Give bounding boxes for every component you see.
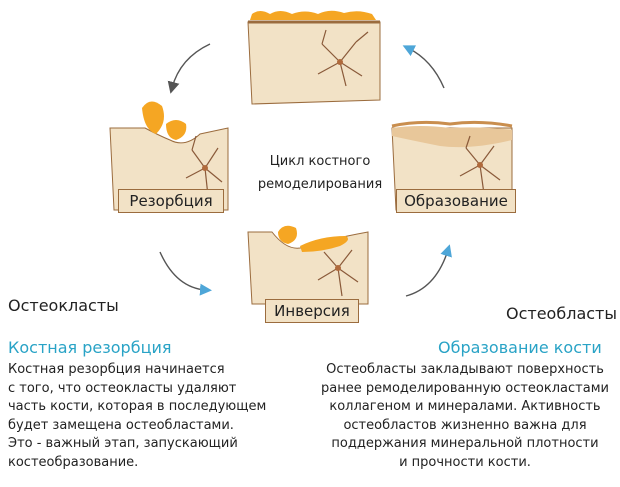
- formation-description: Остеобласты закладывают поверхность ране…: [300, 361, 620, 472]
- formation-line: Остеобласты закладывают поверхность: [300, 361, 620, 380]
- osteoblasts-title: Остеобласты: [506, 304, 617, 323]
- bone-block-inversion: [248, 226, 368, 304]
- resorption-line: часть кости, которая в последующем: [8, 398, 298, 417]
- formation-column: Остеобласты Образование кости Остеобласт…: [300, 300, 620, 487]
- resorption-line: будет замещена остеобластами.: [8, 417, 298, 436]
- cycle-center-label: Цикл костного ремоделирования: [250, 150, 390, 196]
- formation-line: поддержания минеральной плотности: [300, 435, 620, 454]
- formation-subtitle: Образование кости: [438, 338, 602, 357]
- formation-line: ранее ремоделированную остеокластами: [300, 380, 620, 399]
- resorption-subtitle: Костная резорбция: [8, 338, 171, 357]
- resorption-line: костеобразование.: [8, 454, 298, 473]
- stage-label-formation: Образование: [396, 189, 516, 213]
- arrow-right-to-top: [408, 48, 444, 88]
- formation-line: и прочности кости.: [300, 454, 620, 473]
- resorption-line: с того, что остеокласты удаляют: [8, 380, 298, 399]
- formation-line: остеобластов жизненно важна для: [300, 417, 620, 436]
- center-label-line1: Цикл костного: [250, 150, 390, 173]
- formation-line: коллагеном и минералами. Активность: [300, 398, 620, 417]
- resorption-line: Костная резорбция начинается: [8, 361, 298, 380]
- resorption-description: Костная резорбция начинается с того, что…: [8, 361, 298, 472]
- osteoclasts-title: Остеокласты: [8, 296, 119, 315]
- center-label-line2: ремоделирования: [250, 173, 390, 196]
- arrow-top-to-left: [172, 44, 210, 88]
- bone-block-top: [248, 11, 380, 104]
- resorption-line: Это - важный этап, запускающий: [8, 435, 298, 454]
- stage-label-resorption: Резорбция: [118, 189, 224, 213]
- arrow-left-to-bottom: [160, 252, 206, 290]
- arrow-bottom-to-right: [406, 250, 448, 296]
